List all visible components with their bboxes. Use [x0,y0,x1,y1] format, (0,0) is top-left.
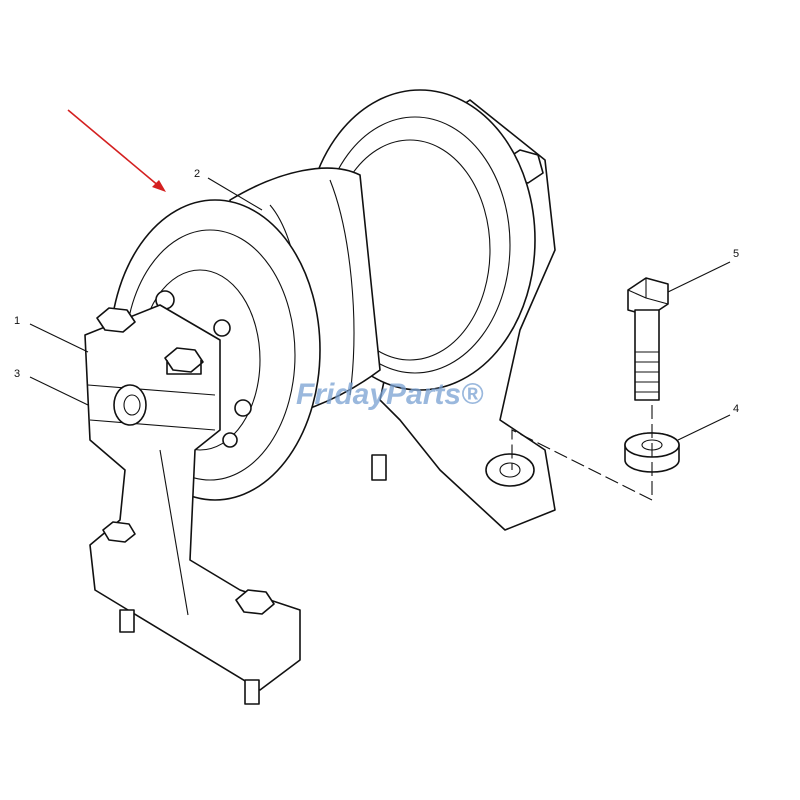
cap-bolts [96,307,275,705]
watermark-logo: FridayParts® [296,378,484,411]
red-indicator-arrow [67,109,166,192]
washer-part-4 [624,432,680,473]
callout-1: 1 [14,315,21,327]
callout-2: 2 [194,168,201,180]
callout-3: 3 [14,368,21,380]
callout-4: 4 [733,403,740,415]
bolt-part-5 [627,277,669,401]
assembly-path-line [511,405,653,501]
leader-lines [29,177,731,441]
callout-5: 5 [733,248,740,260]
